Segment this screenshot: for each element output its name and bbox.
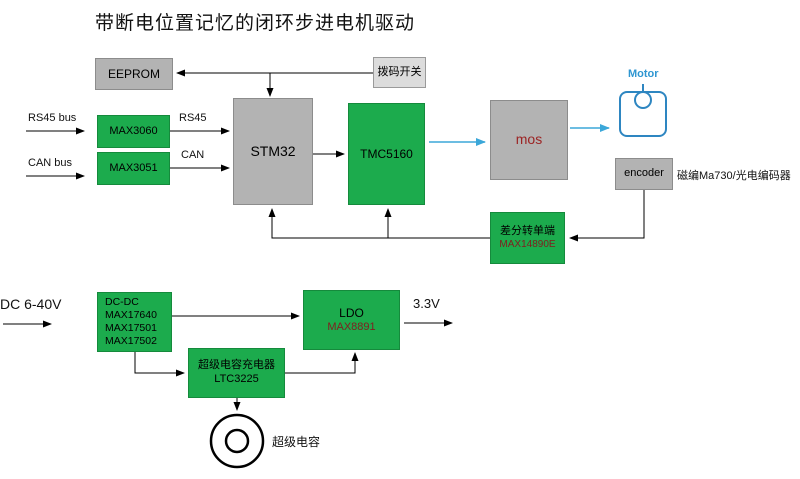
supercap-charger-block: 超级电容充电器 LTC3225 <box>188 348 285 398</box>
tmc5160-block: TMC5160 <box>348 103 425 205</box>
diff-to-single-label: 差分转单端 <box>500 224 555 237</box>
max17502-label: MAX17502 <box>105 335 157 348</box>
encoder-note-label: 磁编Ma730/光电编码器 <box>677 170 791 182</box>
stm32-block: STM32 <box>233 98 313 205</box>
wire-dcdc-charger <box>134 352 185 377</box>
rs45-label: RS45 <box>179 112 207 124</box>
encoder-block: encoder <box>615 158 673 190</box>
dip-switch-block: 拨码开关 <box>373 57 426 88</box>
ldo-block: LDO MAX8891 <box>303 290 400 350</box>
mos-block: mos <box>490 100 568 180</box>
eeprom-label: EEPROM <box>107 66 160 81</box>
supercap-charger-label: 超级电容充电器 <box>198 359 275 372</box>
supercapacitor-icon <box>209 413 265 469</box>
max3051-label: MAX3051 <box>109 161 158 174</box>
max3060-block: MAX3060 <box>97 115 170 148</box>
max17640-label: MAX17640 <box>105 308 157 321</box>
diagram-title: 带断电位置记忆的闭环步进电机驱动 <box>95 13 416 34</box>
supercap-label: 超级电容 <box>272 435 321 449</box>
motor-label: Motor <box>628 68 659 80</box>
dcdc-label: DC-DC <box>105 295 139 308</box>
wire-encoder-diff <box>569 190 645 242</box>
tmc5160-label: TMC5160 <box>360 146 413 161</box>
dc-input-label: DC 6-40V <box>0 296 62 312</box>
can-label: CAN <box>181 149 205 161</box>
wire-diff-stm32 <box>268 208 490 239</box>
diff-to-single-block: 差分转单端 MAX14890E <box>490 212 565 264</box>
ltc3225-label: LTC3225 <box>214 373 259 385</box>
stm32-label: STM32 <box>250 142 296 159</box>
can-bus-label: CAN bus <box>28 157 73 169</box>
v33-label: 3.3V <box>413 296 440 311</box>
max3051-block: MAX3051 <box>97 152 170 185</box>
max3060-label: MAX3060 <box>109 124 158 137</box>
wire-charger-ldo <box>285 352 359 374</box>
dcdc-block: DC-DC MAX17640 MAX17501 MAX17502 <box>97 292 172 352</box>
encoder-label: encoder <box>624 167 664 180</box>
max14890e-label: MAX14890E <box>499 238 556 250</box>
ldo-label: LDO <box>339 305 364 320</box>
eeprom-block: EEPROM <box>95 58 173 90</box>
mos-label: mos <box>515 131 543 148</box>
dip-switch-label: 拨码开关 <box>377 65 422 78</box>
motor-icon <box>619 84 667 137</box>
max17501-label: MAX17501 <box>105 322 157 334</box>
rs45-bus-label: RS45 bus <box>28 112 77 124</box>
max8891-label: MAX8891 <box>327 320 376 333</box>
